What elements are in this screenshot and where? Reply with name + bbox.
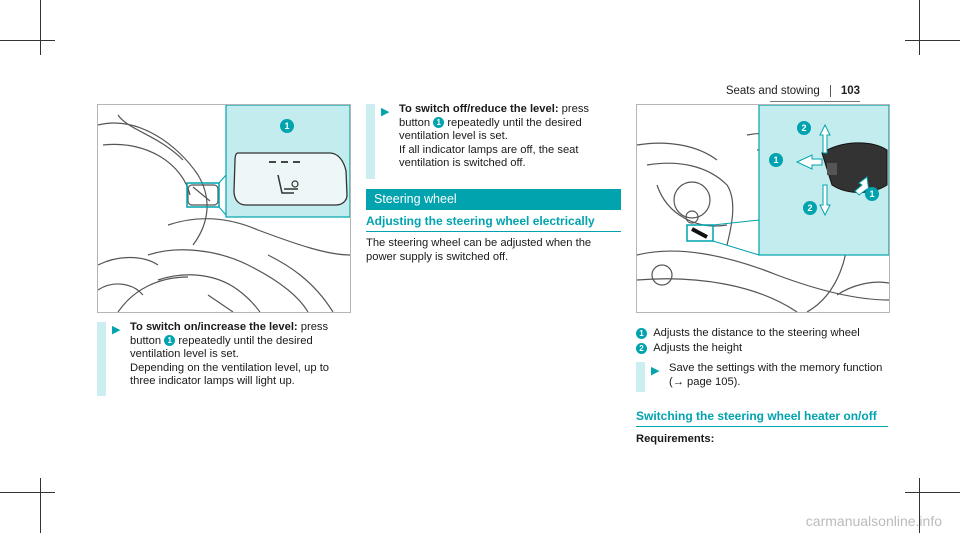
step-arrow-icon: ▶ <box>651 365 660 377</box>
legend-callout: 2 <box>636 342 647 354</box>
watermark: carmanualsonline.info <box>805 513 942 529</box>
legend-item: 2 Adjusts the height <box>636 342 742 356</box>
subheading: Adjusting the steering wheel electricall… <box>366 214 595 228</box>
subheading-rule <box>366 231 621 232</box>
crop-mark <box>919 478 920 533</box>
step-bar <box>366 104 375 179</box>
callout-1: 1 <box>865 187 879 201</box>
legend-callout: 1 <box>636 327 647 339</box>
section-title: Seats and stowing <box>725 85 820 97</box>
crop-mark <box>905 492 960 493</box>
door-panel-illustration: 1 <box>97 104 351 313</box>
step-save: Save the settings with the memory functi… <box>669 362 899 389</box>
crop-mark <box>0 40 55 41</box>
step-text: repeatedly until the desired ventilation… <box>399 116 582 143</box>
callout-2: 2 <box>797 121 811 135</box>
step-bar <box>97 322 106 396</box>
inline-callout: 1 <box>164 335 176 347</box>
inline-callout: 1 <box>433 117 445 129</box>
paragraph: The steering wheel can be adjusted when … <box>366 237 592 263</box>
step-switch-on: To switch on/increase the level: press b… <box>130 321 350 389</box>
steering-wheel-drawing <box>637 105 889 312</box>
step-note: If all indicator lamps are off, the seat… <box>399 143 579 170</box>
callout-1: 1 <box>280 119 294 133</box>
door-panel-drawing <box>98 105 350 312</box>
header-divider <box>829 85 831 97</box>
step-bar <box>636 362 645 392</box>
step-arrow-icon: ▶ <box>112 324 121 336</box>
callout-1: 1 <box>769 153 783 167</box>
step-note: Depending on the ventilation level, up t… <box>130 361 330 388</box>
crop-mark <box>905 40 960 41</box>
heater-subheading: Switching the steering wheel heater on/o… <box>636 409 877 423</box>
step-text: press button <box>399 103 590 129</box>
callout-2: 2 <box>803 201 817 215</box>
step-text: repeatedly until the desired ventilation… <box>130 334 313 361</box>
step-arrow-icon: ▶ <box>381 106 390 118</box>
step-heading: To switch on/increase the level: <box>130 321 298 333</box>
step-text: press button <box>130 321 329 347</box>
step-switch-off: To switch off/reduce the level: press bu… <box>399 103 621 171</box>
legend-item: 1 Adjusts the distance to the steering w… <box>636 327 860 341</box>
page-number: 103 <box>840 85 860 97</box>
crop-mark <box>40 478 41 533</box>
legend-text: Adjusts the height <box>653 342 743 354</box>
requirements-label: Requirements: <box>636 433 714 447</box>
running-header: Seats and stowing 103 <box>726 85 860 97</box>
step-heading: To switch off/reduce the level: <box>399 103 559 115</box>
heater-subheading-rule <box>636 426 888 427</box>
requirements-text: Requirements: <box>636 433 715 445</box>
crop-mark <box>40 0 41 55</box>
steering-wheel-illustration: 1 2 2 1 <box>636 104 890 313</box>
save-text: Save the settings with the memory functi… <box>669 362 883 374</box>
crop-mark <box>919 0 920 55</box>
section-banner: Steering wheel <box>366 189 621 210</box>
legend-text: Adjusts the distance to the steering whe… <box>653 327 860 339</box>
crop-mark <box>0 492 55 493</box>
header-rule <box>770 101 860 102</box>
page-reference-link[interactable]: (→ page 105). <box>669 375 741 388</box>
